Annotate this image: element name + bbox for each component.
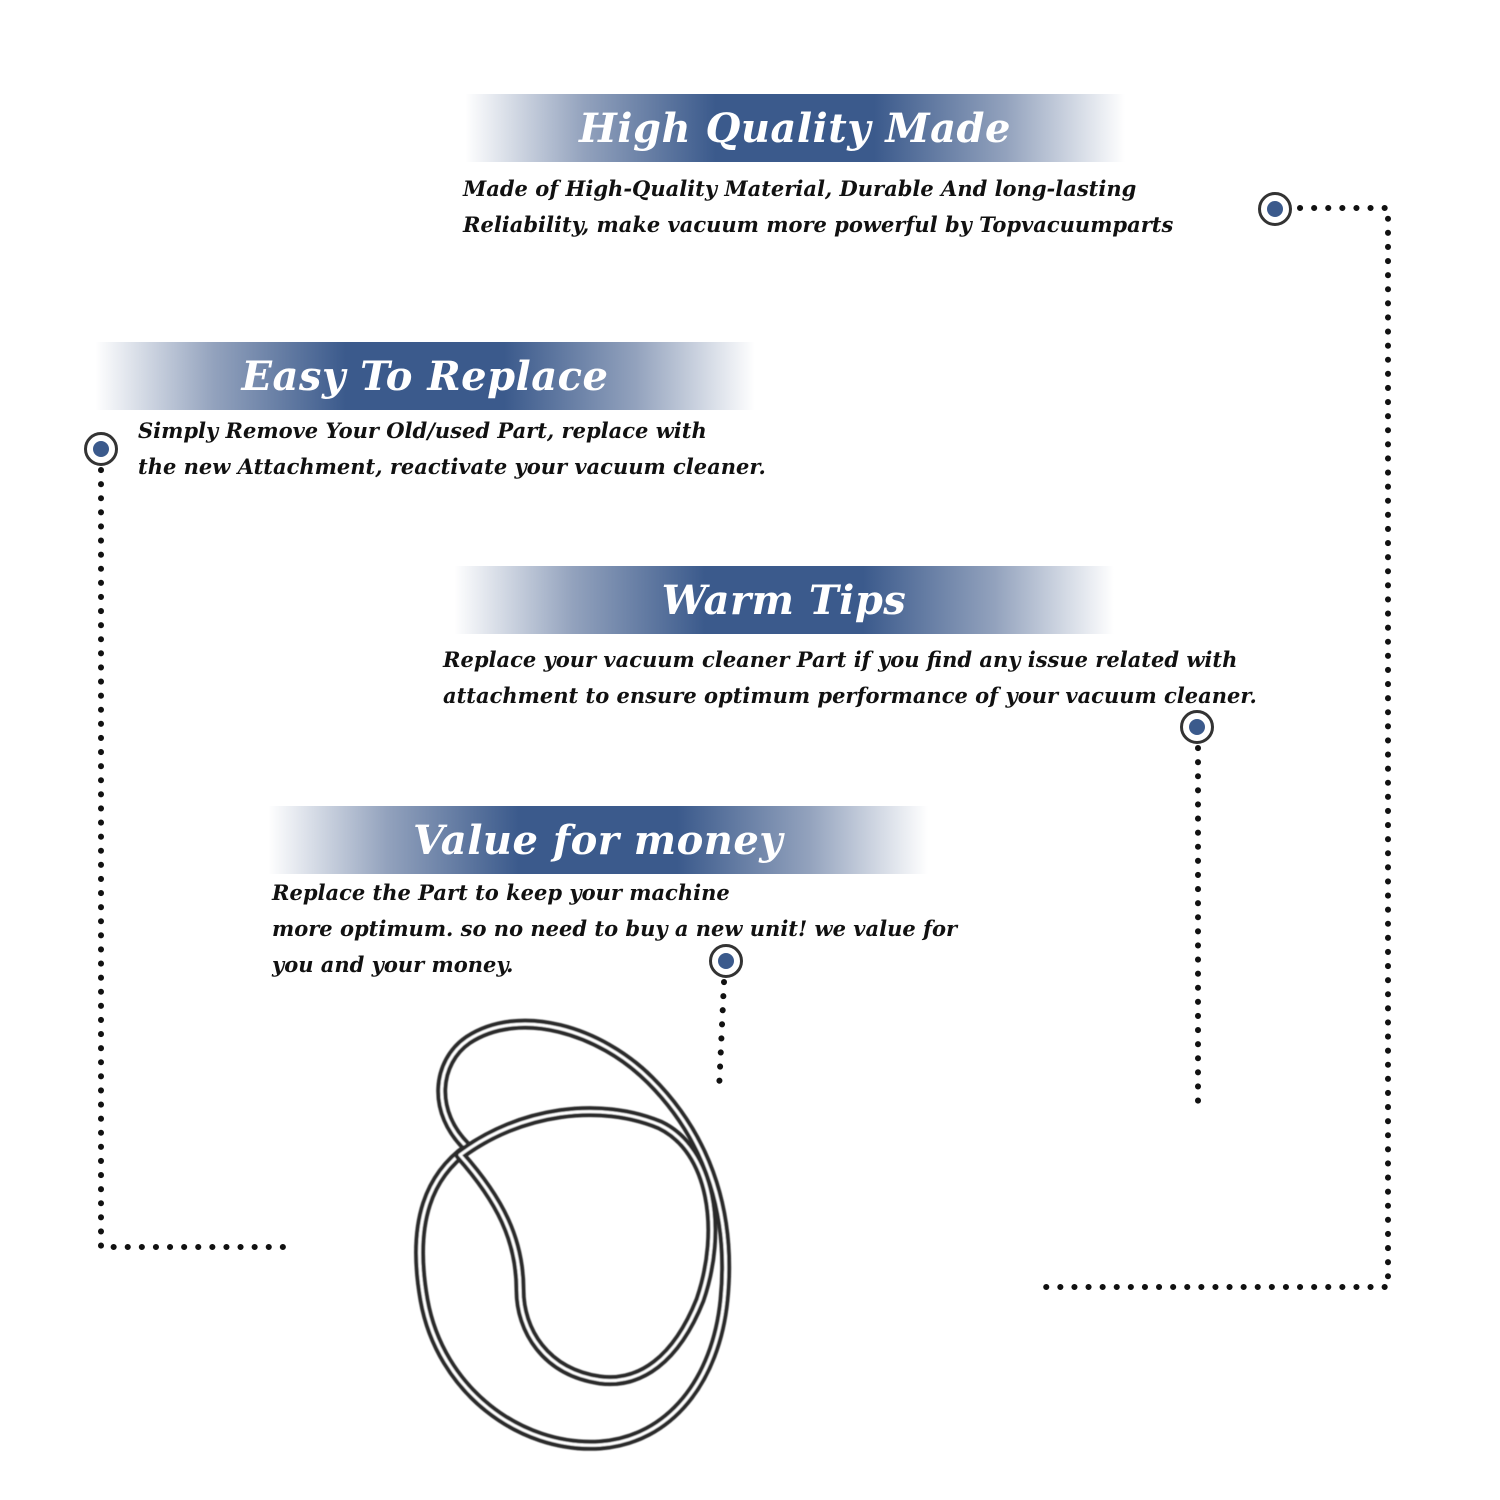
desc-line: Replace your vacuum cleaner Part if you … <box>443 647 1238 672</box>
belt-outer <box>414 1018 732 1451</box>
marker-high-quality <box>1258 192 1292 226</box>
marker-warm-tips <box>1180 710 1214 744</box>
desc-easy-replace: Simply Remove Your Old/used Part, replac… <box>138 413 766 485</box>
title-easy-replace: Easy To Replace <box>241 352 609 400</box>
banner-warm-tips: Warm Tips <box>454 566 1114 634</box>
desc-value-money: Replace the Part to keep your machine mo… <box>272 875 957 983</box>
desc-line: Replace the Part to keep your machine <box>272 880 730 905</box>
banner-easy-replace: Easy To Replace <box>95 342 755 410</box>
banner-value-money: Value for money <box>268 806 928 874</box>
marker-easy-replace <box>84 432 118 466</box>
belt-inner <box>454 1106 718 1387</box>
desc-line: attachment to ensure optimum performance… <box>443 683 1257 708</box>
title-value-money: Value for money <box>412 816 784 864</box>
banner-high-quality: High Quality Made <box>465 94 1125 162</box>
desc-high-quality: Made of High-Quality Material, Durable A… <box>463 171 1173 243</box>
desc-warm-tips: Replace your vacuum cleaner Part if you … <box>443 642 1257 714</box>
desc-line: Simply Remove Your Old/used Part, replac… <box>138 418 707 443</box>
title-warm-tips: Warm Tips <box>661 576 907 624</box>
desc-line: the new Attachment, reactivate your vacu… <box>138 454 766 479</box>
desc-line: Made of High-Quality Material, Durable A… <box>463 176 1137 201</box>
desc-line: more optimum. so no need to buy a new un… <box>272 916 958 941</box>
desc-line: you and your money. <box>272 952 514 977</box>
desc-line: Reliability, make vacuum more powerful b… <box>463 212 1174 237</box>
title-high-quality: High Quality Made <box>579 104 1011 152</box>
marker-value-money <box>709 944 743 978</box>
